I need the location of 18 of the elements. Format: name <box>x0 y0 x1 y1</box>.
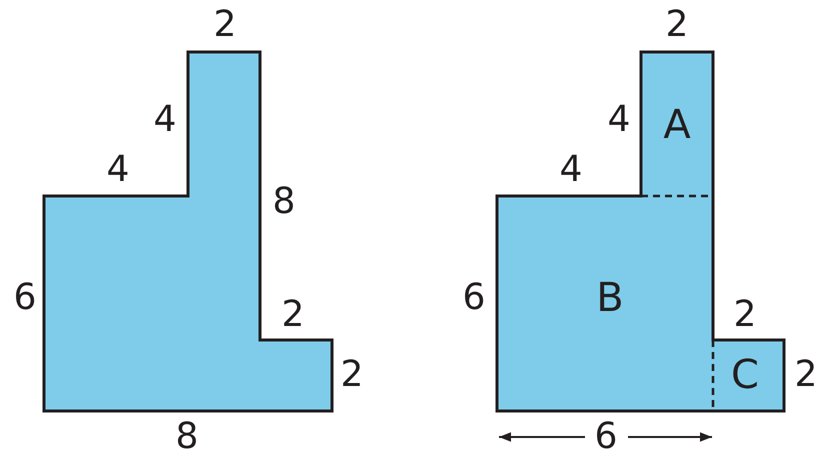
dimension-label: 2 <box>214 7 236 43</box>
dimension-label: 4 <box>560 152 582 188</box>
dimension-label: 6 <box>14 280 36 316</box>
region-label: C <box>731 355 759 395</box>
dimension-label: 2 <box>340 357 364 393</box>
dimension-label: 6 <box>594 419 618 455</box>
dimension-label: 4 <box>154 102 176 138</box>
region-label: B <box>596 278 624 318</box>
dimension-label: 4 <box>106 152 130 188</box>
dimension-label: 6 <box>462 280 486 316</box>
dimension-label: 2 <box>282 297 304 333</box>
dimension-label: 8 <box>272 184 296 220</box>
dimension-label: 8 <box>176 419 198 455</box>
dimension-label: 2 <box>794 357 818 393</box>
dimension-label: 2 <box>666 7 688 43</box>
dimension-label: 4 <box>608 102 630 138</box>
region-label: A <box>663 105 691 145</box>
dimension-label: 2 <box>734 297 756 333</box>
